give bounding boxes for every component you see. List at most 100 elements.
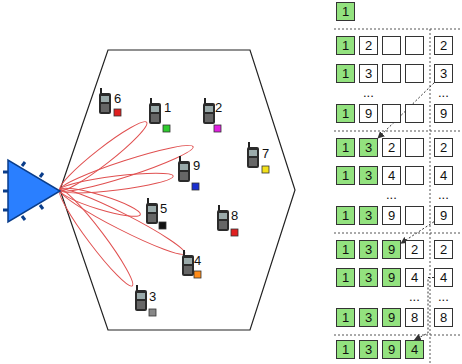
selected-user-cell: 9: [382, 240, 401, 259]
user-cell: 2: [434, 138, 453, 157]
user-cell: 9: [434, 206, 453, 225]
user-index: 3: [365, 242, 372, 257]
callout-number: 9: [193, 158, 200, 173]
user-index: 9: [388, 208, 395, 223]
ellipsis: ...: [438, 187, 449, 202]
selected-user-cell: 3: [359, 340, 378, 359]
callout-number: 5: [160, 201, 167, 216]
empty-cell: [405, 36, 424, 55]
user-index: 1: [342, 242, 349, 257]
user-index: 9: [388, 242, 395, 257]
user-index: 9: [388, 342, 395, 357]
user-index: 9: [388, 270, 395, 285]
user-index: 1: [342, 310, 349, 325]
callout-number: 7: [262, 146, 269, 161]
user-index: 1: [342, 208, 349, 223]
user-cell: 2: [382, 138, 401, 157]
callout-number: 2: [215, 100, 222, 115]
user-index: 4: [411, 270, 418, 285]
ellipsis: ...: [363, 85, 374, 100]
user-cell: 4: [382, 166, 401, 185]
selected-user-cell: 3: [359, 206, 378, 225]
selected-user-cell: 1: [336, 240, 355, 259]
user-index: 2: [440, 38, 447, 53]
user-index: 3: [440, 66, 447, 81]
table-separators: [334, 29, 462, 364]
user-index: 9: [440, 106, 447, 121]
empty-cell: [405, 206, 424, 225]
selected-user-cell: 3: [359, 268, 378, 287]
empty-cell: [405, 138, 424, 157]
selected-user-cell: 3: [359, 138, 378, 157]
selected-user-cell: 1: [336, 104, 355, 123]
user-index: 9: [388, 310, 395, 325]
user-cell: 2: [434, 240, 453, 259]
user-cell: 4: [434, 166, 453, 185]
user-index: 2: [440, 242, 447, 257]
user-index: 2: [388, 140, 395, 155]
empty-cell: [405, 166, 424, 185]
user-cell: 9: [359, 104, 378, 123]
empty-cell: [405, 64, 424, 83]
user-index: 3: [365, 270, 372, 285]
user-index: 8: [440, 310, 447, 325]
user-cell: 2: [405, 240, 424, 259]
empty-cell: [405, 104, 424, 123]
user-index: 1: [342, 270, 349, 285]
selected-user-cell: 9: [382, 308, 401, 327]
user-index: 3: [365, 342, 372, 357]
user-index: 4: [388, 168, 395, 183]
user-index: 2: [440, 140, 447, 155]
user-cell: 2: [434, 36, 453, 55]
user-cell: 4: [434, 268, 453, 287]
ellipsis: ...: [438, 289, 449, 304]
selected-user-cell: 9: [382, 268, 401, 287]
base-station: [3, 160, 60, 222]
selected-user-cell: 1: [336, 36, 355, 55]
user-index: 3: [365, 208, 372, 223]
empty-cell: [382, 64, 401, 83]
user-color-squares: [114, 109, 269, 316]
user-index: 2: [411, 242, 418, 257]
selected-user-cell: 3: [359, 240, 378, 259]
callout-number: 6: [114, 91, 121, 106]
user-cell: 8: [434, 308, 453, 327]
user-index: 2: [365, 38, 372, 53]
user-index: 1: [342, 106, 349, 121]
selected-user-cell: 3: [359, 166, 378, 185]
beam-lobes: [54, 116, 196, 291]
user-cell: 8: [405, 308, 424, 327]
selected-user-cell: 1: [336, 268, 355, 287]
user-cell: 9: [382, 206, 401, 225]
mobile-phones: [99, 88, 259, 311]
callout-number: 1: [164, 100, 171, 115]
selected-user-cell: 3: [359, 308, 378, 327]
user-index: 3: [365, 140, 372, 155]
selected-user-cell: 4: [405, 340, 424, 359]
user-index: 4: [440, 168, 447, 183]
user-index: 3: [365, 66, 372, 81]
selected-user-cell: 1: [336, 138, 355, 157]
user-index: 4: [440, 270, 447, 285]
user-index: 1: [342, 168, 349, 183]
user-cell: 4: [405, 268, 424, 287]
selected-user-cell: 1: [336, 340, 355, 359]
ellipsis: ...: [409, 289, 420, 304]
user-index: 8: [411, 310, 418, 325]
selected-user-cell: 1: [336, 206, 355, 225]
user-index: 4: [411, 342, 418, 357]
empty-cell: [382, 104, 401, 123]
selected-user-cell: 1: [336, 64, 355, 83]
user-index: 1: [342, 38, 349, 53]
selected-user-cell: 9: [382, 340, 401, 359]
selected-user-cell: 1: [336, 166, 355, 185]
callout-number: 8: [231, 208, 238, 223]
callout-number: 3: [149, 289, 156, 304]
user-cell: 3: [434, 64, 453, 83]
user-index: 3: [365, 310, 372, 325]
callout-number: 4: [194, 253, 201, 268]
ellipsis: ...: [438, 85, 449, 100]
user-index: 1: [342, 4, 349, 19]
user-index: 1: [342, 140, 349, 155]
user-index: 9: [440, 208, 447, 223]
